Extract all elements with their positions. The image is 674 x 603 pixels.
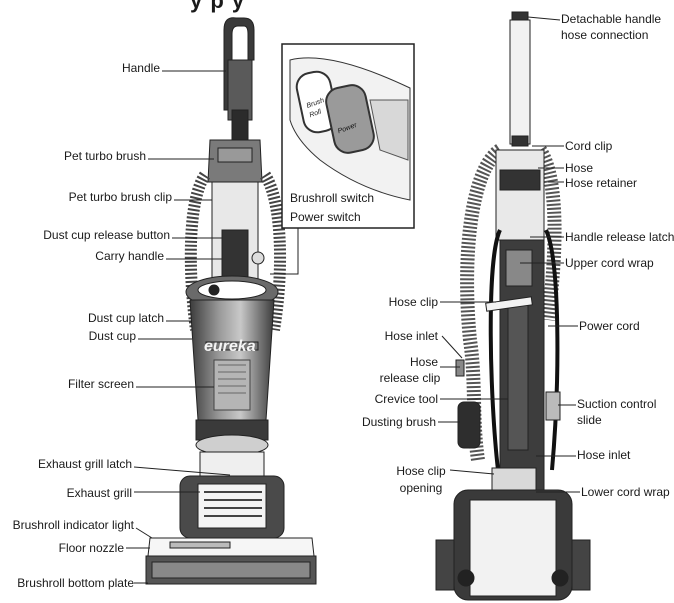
label-suction-control-line2: slide [577, 413, 602, 427]
label-filter-screen: Filter screen [67, 377, 134, 391]
label-cord-clip: Cord clip [565, 139, 613, 153]
label-carry-handle: Carry handle [95, 249, 164, 263]
label-crevice-tool: Crevice tool [374, 392, 438, 406]
label-exhaust-grill: Exhaust grill [66, 486, 132, 500]
label-brushroll-indicator-light: Brushroll indicator light [12, 518, 134, 532]
label-upper-cord-wrap: Upper cord wrap [565, 256, 654, 270]
label-dust-cup: Dust cup [88, 329, 136, 343]
label-hose-release-clip-line1: Hose [409, 355, 438, 369]
label-hose-clip: Hose clip [388, 295, 438, 309]
label-pet-turbo-brush-clip: Pet turbo brush clip [68, 190, 172, 204]
label-hose-clip-opening-line2: opening [399, 481, 443, 495]
title-fragment: y p y [190, 0, 246, 13]
label-pet-turbo-brush: Pet turbo brush [63, 149, 146, 163]
label-dust-cup-release-button: Dust cup release button [43, 228, 170, 242]
label-hose: Hose [565, 161, 594, 175]
label-dust-cup-latch: Dust cup latch [87, 311, 164, 325]
label-hose-clip-opening-line1: Hose clip [396, 464, 446, 478]
label-hose-inlet-upper: Hose inlet [384, 329, 438, 343]
label-hose-inlet-lower: Hose inlet [577, 448, 631, 462]
label-lower-cord-wrap: Lower cord wrap [581, 485, 670, 499]
label-detachable-handle-line2: hose connection [561, 28, 649, 42]
label-exhaust-grill-latch: Exhaust grill latch [37, 457, 132, 471]
label-power-cord: Power cord [579, 319, 640, 333]
switch-inset: Brush Roll Power [270, 43, 415, 275]
label-floor-nozzle: Floor nozzle [58, 541, 124, 555]
right-leader-lines [438, 16, 580, 493]
label-power-switch: Power switch [290, 210, 361, 224]
left-leader-lines [126, 70, 231, 584]
label-handle: Handle [121, 61, 160, 75]
label-detachable-handle-line1: Detachable handle [561, 12, 662, 26]
label-handle-release-latch: Handle release latch [565, 230, 674, 244]
label-dusting-brush: Dusting brush [361, 415, 436, 429]
label-brushroll-bottom-plate: Brushroll bottom plate [17, 576, 134, 590]
label-hose-release-clip-line2: release clip [379, 371, 441, 385]
inset-roll-text: Roll [309, 108, 323, 119]
brand-logo: eureka [204, 338, 256, 355]
back-vacuum [435, 11, 591, 601]
label-brushroll-switch: Brushroll switch [290, 191, 375, 205]
label-hose-retainer: Hose retainer [565, 176, 638, 190]
label-suction-control-line1: Suction control [577, 397, 657, 411]
front-vacuum [145, 17, 317, 585]
